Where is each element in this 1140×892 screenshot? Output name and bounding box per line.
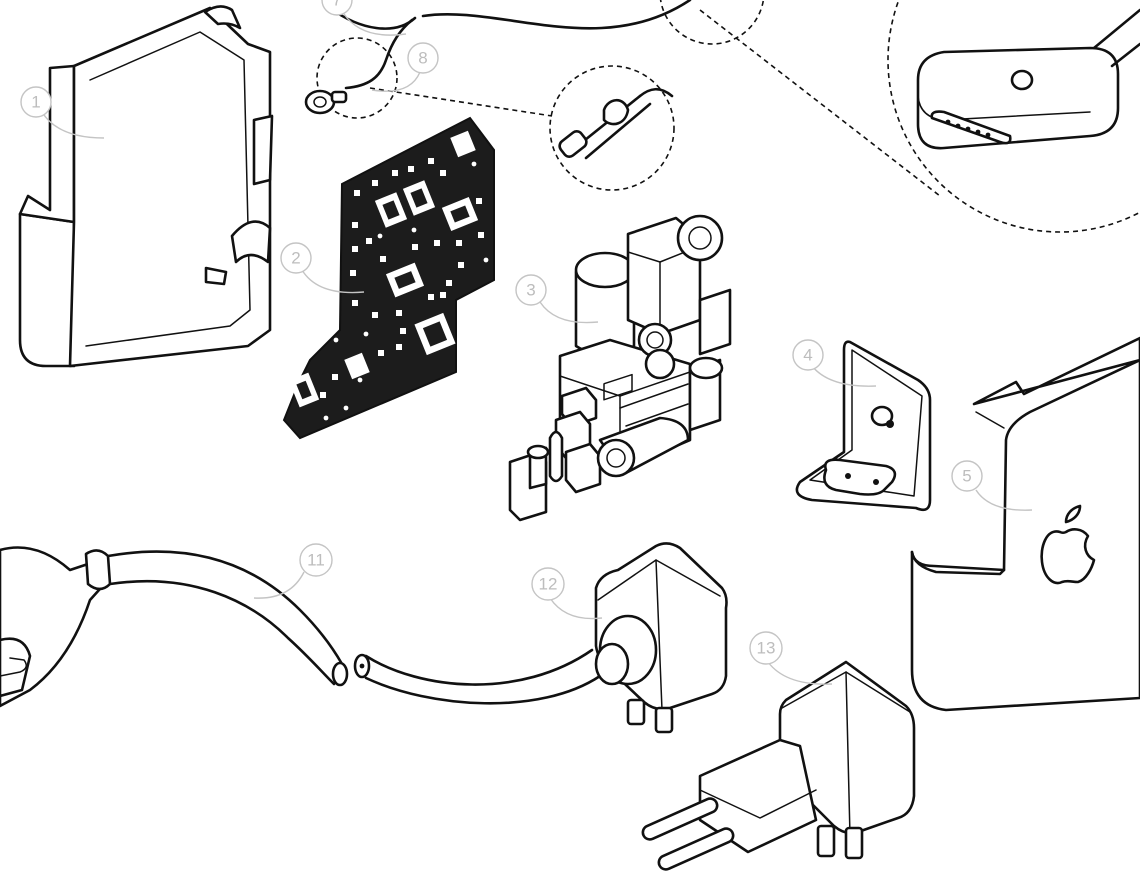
callout-1: 1 — [20, 86, 52, 118]
circuit-board-icon — [282, 116, 495, 440]
callout-4: 4 — [792, 339, 824, 371]
callout-labels: 1 2 3 4 5 7 8 11 12 13 — [20, 0, 983, 665]
callout-8-label: 8 — [418, 49, 427, 68]
power-cord-icon — [0, 546, 602, 708]
magsafe-cable-icon — [328, 0, 692, 30]
callout-3-label: 3 — [526, 281, 535, 300]
board-components — [320, 158, 489, 421]
casing-shell-icon — [18, 5, 274, 368]
callout-13-label: 13 — [757, 639, 776, 658]
metal-bracket-icon — [795, 340, 932, 512]
callout-5-label: 5 — [962, 467, 971, 486]
callout-leaders — [41, 13, 1033, 685]
connector-pins — [945, 119, 991, 138]
callout-2: 2 — [280, 242, 312, 274]
callout-3: 3 — [515, 274, 547, 306]
detail-callouts — [316, 0, 1140, 233]
board-chips — [288, 130, 479, 408]
callout-11-label: 11 — [307, 551, 325, 570]
callout-2-label: 2 — [291, 249, 300, 268]
callout-12-label: 12 — [539, 575, 558, 594]
callout-5: 5 — [951, 460, 983, 492]
callout-11: 11 — [299, 543, 333, 577]
callout-13: 13 — [749, 631, 783, 665]
power-components-icon — [508, 214, 732, 522]
magsafe-connector-icon — [916, 8, 1140, 150]
duckhead-plug-icon — [594, 542, 728, 734]
callout-7: 7 — [321, 0, 353, 16]
callout-8: 8 — [407, 42, 439, 74]
callout-1-label: 1 — [31, 93, 40, 112]
cable-detail-icon — [558, 87, 674, 160]
callout-12: 12 — [531, 567, 565, 601]
wall-plug-icon — [641, 660, 916, 871]
casing-cover-apple-logo-icon — [910, 336, 1140, 712]
callout-4-label: 4 — [803, 346, 812, 365]
cable-grommet-icon — [304, 18, 414, 115]
callout-7-label: 7 — [332, 0, 341, 10]
